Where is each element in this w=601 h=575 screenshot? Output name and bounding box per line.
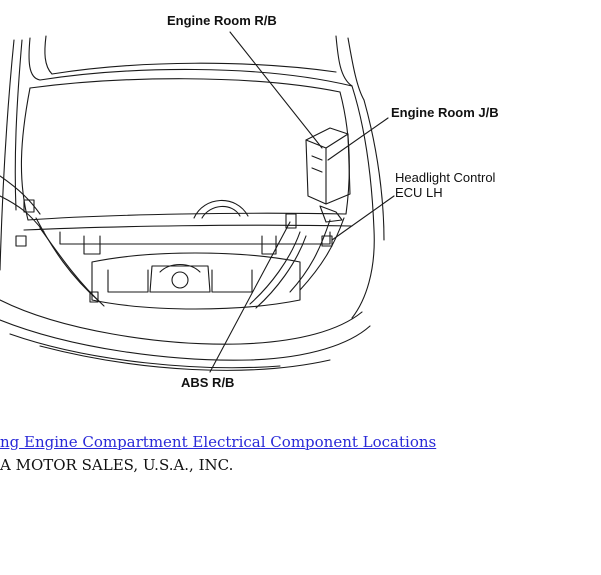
label-abs-rb: ABS R/B <box>181 375 235 390</box>
grille-area <box>91 199 301 310</box>
label-headlight-ecu-lh: ECU LH <box>395 185 443 200</box>
engine-bay <box>20 78 353 255</box>
engine-compartment-diagram <box>0 31 395 373</box>
component-locations-link[interactable]: ng Engine Compartment Electrical Compone… <box>0 433 437 451</box>
leader-lines <box>209 31 395 373</box>
connectors <box>15 199 333 303</box>
junction-block <box>305 127 351 223</box>
label-engine-room-jb: Engine Room J/B <box>391 105 499 120</box>
copyright-text: A MOTOR SALES, U.S.A., INC. <box>0 456 234 474</box>
hood-outline <box>28 35 365 101</box>
label-headlight-control: Headlight Control <box>395 170 496 185</box>
wiring-harness <box>0 175 345 309</box>
label-engine-room-rb: Engine Room R/B <box>167 13 277 28</box>
